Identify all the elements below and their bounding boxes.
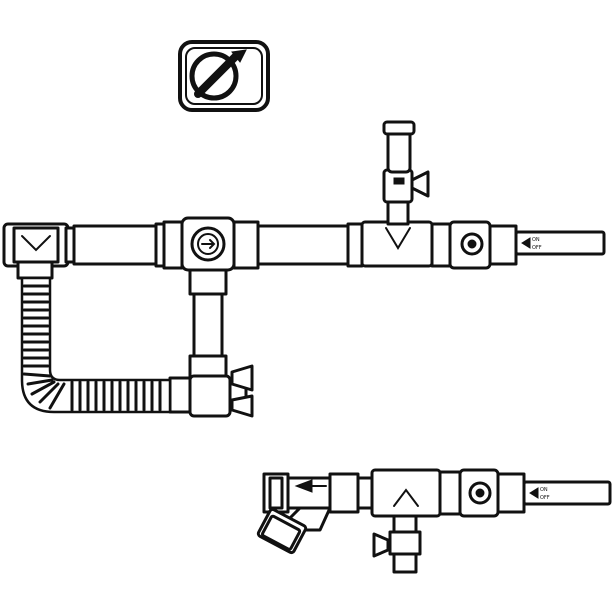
vertical-drop-pipe (188, 268, 228, 380)
air-vent (382, 120, 430, 226)
main-pipe (2, 216, 452, 280)
valve-top-off-label: OFF (532, 245, 542, 251)
bottom-tee (370, 468, 462, 574)
valve-bottom-on-label: ON (540, 487, 548, 493)
valve-bottom-off-label: OFF (540, 495, 550, 501)
no-turn-symbol-icon (178, 40, 270, 112)
valve-top-on-label: ON (532, 237, 540, 243)
ball-valve-drop (168, 364, 254, 418)
flexible-hose (20, 276, 172, 414)
strainer-assembly (256, 472, 374, 555)
ball-valve-top: ON OFF (448, 220, 606, 270)
ball-valve-bottom: ON OFF (458, 468, 612, 518)
hose-corrugation (22, 284, 162, 412)
